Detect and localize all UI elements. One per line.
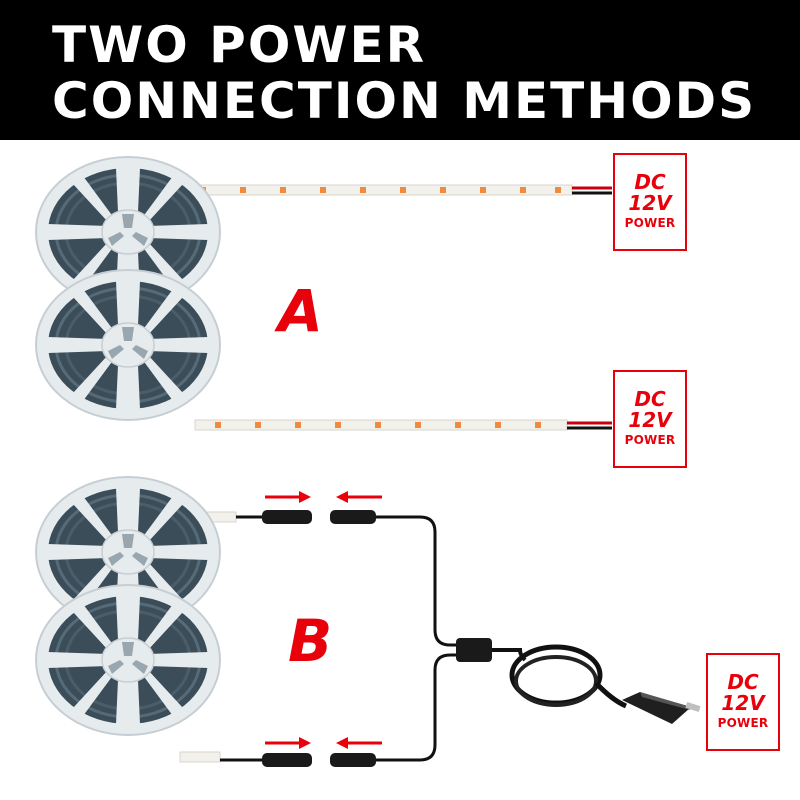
power-box-a1: DC 12V POWER (613, 153, 687, 251)
connector-arrow-icon (263, 489, 313, 505)
power-box-b: DC 12V POWER (706, 653, 780, 751)
power-box-voltage: 12V (628, 191, 672, 215)
dc-female-connector-b2 (262, 753, 312, 767)
page-title-line-1: TWO POWER (52, 16, 427, 74)
led-chips-a1 (200, 187, 561, 193)
power-box-a2: DC 12V POWER (613, 370, 687, 468)
power-box-power: POWER (624, 433, 676, 447)
dc-male-connector-b1 (330, 510, 376, 524)
led-chips-a2 (215, 422, 541, 428)
y-splitter (456, 638, 492, 662)
method-a-diagram (34, 155, 612, 431)
page-title-line-2: CONNECTION METHODS (52, 72, 757, 130)
power-box-voltage: 12V (628, 408, 672, 432)
led-strip-reel-icon (34, 583, 222, 737)
power-box-power: POWER (624, 216, 676, 230)
connector-arrow-icon (263, 735, 313, 751)
method-label-b: B (288, 607, 333, 675)
method-b-diagram (34, 475, 701, 767)
header-banner: TWO POWER CONNECTION METHODS (0, 0, 800, 140)
power-box-power: POWER (717, 716, 769, 730)
method-label-a: A (278, 277, 323, 345)
cable-b2 (376, 653, 458, 762)
cable-b1 (376, 515, 458, 647)
car-charger-plug-icon (622, 692, 701, 724)
led-strip-reel-icon (34, 268, 222, 422)
connector-arrow-icon (334, 735, 384, 751)
connector-arrow-icon (334, 489, 384, 505)
led-strip-b2 (179, 751, 221, 763)
dc-male-connector-b2 (330, 753, 376, 767)
power-box-dc: DC (634, 387, 666, 411)
power-box-dc: DC (727, 670, 759, 694)
dc-female-connector-b1 (262, 510, 312, 524)
power-box-voltage: 12V (721, 691, 765, 715)
power-box-dc: DC (634, 170, 666, 194)
